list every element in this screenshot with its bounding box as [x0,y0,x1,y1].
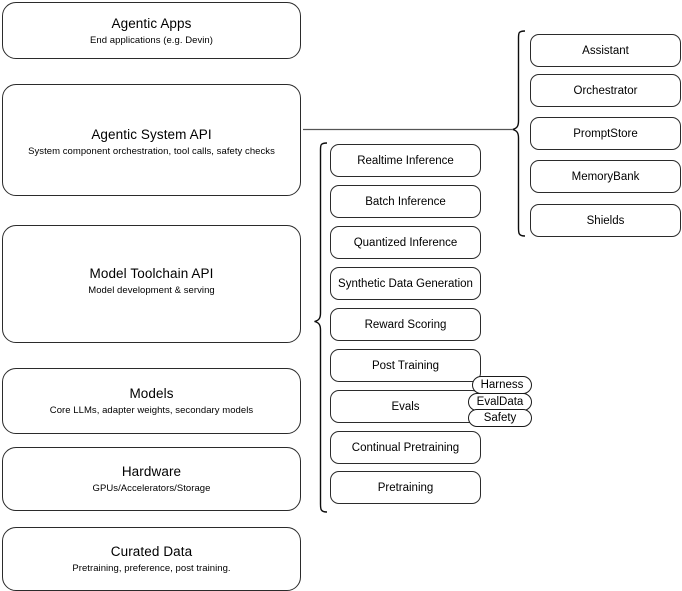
pill-label: Safety [483,411,517,424]
layer-subtitle: Core LLMs, adapter weights, secondary mo… [49,405,254,416]
capability-label: Batch Inference [365,195,446,208]
layer-title: Agentic System API [91,127,212,142]
layer-subtitle: End applications (e.g. Devin) [90,34,213,46]
pill-label: EvalData [476,395,524,408]
component-memorybank[interactable]: MemoryBank [530,160,681,193]
layer-subtitle: Model development & serving [88,285,215,296]
component-label: Assistant [582,44,629,57]
capability-reward-scoring[interactable]: Reward Scoring [330,308,481,341]
capability-label: Post Training [371,359,440,372]
component-label: Orchestrator [573,84,638,97]
capability-pretraining[interactable]: Pretraining [330,471,481,504]
pill-label: Harness [480,378,524,391]
capability-quantized-inference[interactable]: Quantized Inference [330,226,481,259]
layer-models[interactable]: Models Core LLMs, adapter weights, secon… [2,368,301,434]
layer-agentic-apps[interactable]: Agentic Apps End applications (e.g. Devi… [2,2,301,59]
component-label: PromptStore [573,127,638,140]
capability-label: Continual Pretraining [351,441,460,454]
layer-title: Curated Data [110,544,193,559]
layer-title: Model Toolchain API [89,266,214,281]
component-shields[interactable]: Shields [530,204,681,237]
component-label: MemoryBank [571,170,640,183]
capability-synthetic-data-generation[interactable]: Synthetic Data Generation [330,267,481,300]
capability-post-training[interactable]: Post Training [330,349,481,382]
layer-title: Agentic Apps [111,15,192,31]
layer-curated-data[interactable]: Curated Data Pretraining, preference, po… [2,527,301,591]
layer-model-toolchain-api[interactable]: Model Toolchain API Model development & … [2,225,301,343]
layer-agentic-system-api[interactable]: Agentic System API System component orch… [2,84,301,196]
layer-title: Hardware [121,464,182,479]
component-assistant[interactable]: Assistant [530,34,681,67]
capability-realtime-inference[interactable]: Realtime Inference [330,144,481,177]
layer-hardware[interactable]: Hardware GPUs/Accelerators/Storage [2,447,301,511]
component-orchestrator[interactable]: Orchestrator [530,74,681,107]
capability-evals[interactable]: Evals [330,390,481,423]
middle-brace [314,142,328,513]
capability-continual-pretraining[interactable]: Continual Pretraining [330,431,481,464]
layer-subtitle: System component orchestration, tool cal… [28,146,275,157]
evals-subcomponent-safety[interactable]: Safety [468,409,532,427]
capability-label: Reward Scoring [364,318,447,331]
capability-label: Quantized Inference [353,236,458,249]
capability-label: Synthetic Data Generation [338,277,473,290]
layer-subtitle: Pretraining, preference, post training. [72,563,231,574]
right-brace [512,30,526,237]
layer-subtitle: GPUs/Accelerators/Storage [92,483,211,494]
component-label: Shields [586,214,625,227]
capability-label: Evals [391,400,420,413]
capability-batch-inference[interactable]: Batch Inference [330,185,481,218]
capability-label: Realtime Inference [357,154,454,167]
evals-subcomponent-harness[interactable]: Harness [472,376,532,394]
component-promptstore[interactable]: PromptStore [530,117,681,150]
capability-label: Pretraining [377,481,434,494]
layer-title: Models [129,386,174,401]
